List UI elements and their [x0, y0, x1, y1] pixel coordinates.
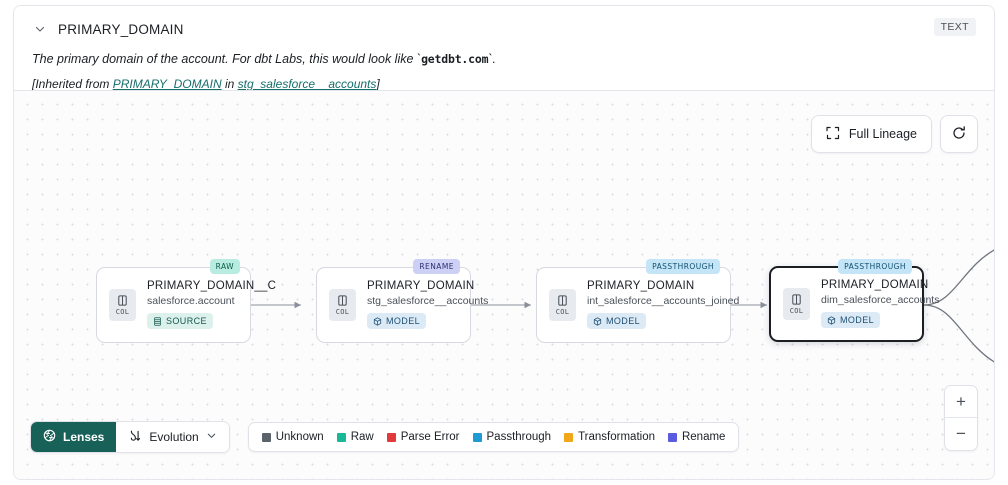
node-subtitle: dim_salesforce_accounts	[821, 293, 940, 306]
node-kind-badge: MODEL	[821, 312, 881, 328]
description-code: getdbt.com	[421, 52, 489, 66]
legend-swatch	[564, 432, 574, 442]
cube-icon	[593, 316, 602, 326]
node-subtitle: salesforce.account	[147, 294, 235, 307]
legend-item: Unknown	[261, 431, 324, 443]
column-chip: COL	[109, 289, 136, 321]
panel-header: PRIMARY_DOMAIN TEXT The primary domain o…	[14, 6, 994, 91]
node-subtitle: stg_salesforce__accounts	[367, 294, 489, 307]
inherited-model-link[interactable]: stg_salesforce__accounts	[237, 77, 377, 91]
node-body: PRIMARY_DOMAIN stg_salesforce__accounts …	[367, 280, 488, 331]
node-subtitle: int_salesforce__accounts_joined	[587, 294, 740, 307]
legend-item: Parse Error	[386, 431, 460, 443]
zoom-in-button[interactable]: +	[945, 386, 977, 418]
database-icon	[154, 316, 161, 326]
node-body: PRIMARY_DOMAIN__C salesforce.account SOU…	[147, 280, 276, 331]
legend-label: Passthrough	[486, 431, 552, 443]
column-icon	[558, 295, 567, 306]
legend-swatch	[667, 432, 677, 442]
column-icon	[338, 295, 347, 306]
lineage-node[interactable]: RENAME COL PRIMARY_DOMAIN stg_salesforce…	[316, 259, 488, 343]
inherited-from-line: [Inherited from PRIMARY_DOMAIN in stg_sa…	[32, 77, 976, 91]
lineage-node[interactable]: PASSTHROUGH COL PRIMARY_DOMAIN int_sales…	[536, 259, 739, 343]
node-body: PRIMARY_DOMAIN int_salesforce__accounts_…	[587, 280, 739, 331]
legend-label: Unknown	[275, 431, 324, 443]
lenses-label: Lenses	[63, 430, 105, 444]
legend-swatch	[261, 432, 271, 442]
legend-item: Rename	[667, 431, 726, 443]
node-tag: PASSTHROUGH	[646, 259, 720, 274]
legend-label: Raw	[350, 431, 374, 443]
lineage-toolbar: Lenses Evolution	[30, 421, 740, 453]
type-badge: TEXT	[933, 18, 976, 36]
node-kind-label: MODEL	[386, 316, 421, 326]
column-icon	[792, 294, 801, 305]
aperture-icon	[43, 429, 56, 445]
expand-corners-icon	[826, 126, 840, 143]
node-kind-badge: SOURCE	[147, 313, 213, 329]
column-chip-label: COL	[789, 307, 804, 315]
legend-label: Transformation	[578, 431, 655, 443]
inherited-mid: in	[221, 77, 238, 91]
lineage-canvas[interactable]: Full Lineage RAW COL	[14, 90, 994, 479]
full-lineage-label: Full Lineage	[848, 127, 917, 141]
lenses-button[interactable]: Lenses	[31, 422, 117, 452]
inherited-column-link[interactable]: PRIMARY_DOMAIN	[112, 77, 222, 91]
inherited-close: ]	[376, 77, 380, 91]
node-kind-badge: MODEL	[367, 313, 427, 329]
chevron-down-icon	[206, 430, 217, 444]
evolution-icon	[128, 429, 142, 446]
cube-icon	[827, 315, 836, 325]
inherited-open: [Inherited from	[32, 77, 113, 91]
full-lineage-button[interactable]: Full Lineage	[810, 115, 932, 153]
column-chip-label: COL	[335, 308, 350, 316]
legend-swatch	[336, 432, 346, 442]
legend-label: Parse Error	[400, 431, 460, 443]
zoom-controls: + −	[944, 385, 978, 451]
cube-icon	[373, 316, 382, 326]
node-kind-label: MODEL	[840, 315, 875, 325]
node-kind-badge: MODEL	[587, 313, 647, 329]
description-suffix: `.	[488, 52, 496, 66]
refresh-button[interactable]	[940, 115, 978, 153]
lenses-evolution-segment: Lenses Evolution	[30, 421, 230, 453]
node-title: PRIMARY_DOMAIN	[367, 279, 475, 292]
column-chip-label: COL	[115, 308, 130, 316]
lineage-node[interactable]: RAW COL PRIMARY_DOMAIN__C salesforce.acc…	[96, 259, 276, 343]
refresh-icon	[951, 125, 967, 144]
column-chip: COL	[329, 289, 356, 321]
node-tag: RENAME	[413, 259, 460, 274]
page-title: PRIMARY_DOMAIN	[58, 21, 184, 37]
column-icon	[118, 295, 127, 306]
zoom-out-button[interactable]: −	[956, 424, 966, 443]
legend-label: Rename	[681, 431, 726, 443]
legend-swatch	[386, 432, 396, 442]
description-prefix: The primary domain of the account. For d…	[32, 52, 422, 66]
legend-item: Raw	[336, 431, 374, 443]
column-chip-label: COL	[555, 308, 570, 316]
legend-item: Transformation	[564, 431, 655, 443]
node-kind-label: MODEL	[606, 316, 641, 326]
lineage-legend: Unknown Raw Parse Error Passthrough Tran…	[247, 422, 740, 452]
node-title: PRIMARY_DOMAIN	[587, 279, 695, 292]
chevron-down-icon[interactable]	[32, 21, 48, 37]
legend-swatch	[472, 432, 482, 442]
column-chip: COL	[549, 289, 576, 321]
lineage-node-selected[interactable]: PASSTHROUGH COL PRIMARY_DOMAIN dim_sales…	[769, 259, 939, 342]
header-title-row: PRIMARY_DOMAIN	[32, 18, 976, 40]
node-title: PRIMARY_DOMAIN__C	[147, 279, 277, 292]
canvas-controls: Full Lineage	[810, 115, 978, 153]
node-tag: PASSTHROUGH	[838, 259, 912, 274]
column-description: The primary domain of the account. For d…	[32, 51, 976, 68]
evolution-label: Evolution	[149, 430, 199, 444]
node-kind-label: SOURCE	[166, 316, 207, 326]
column-detail-panel: PRIMARY_DOMAIN TEXT The primary domain o…	[13, 5, 995, 480]
legend-item: Passthrough	[472, 431, 552, 443]
node-title: PRIMARY_DOMAIN	[821, 278, 929, 291]
column-chip: COL	[783, 288, 810, 320]
node-tag: RAW	[209, 259, 240, 274]
node-body: PRIMARY_DOMAIN dim_salesforce_accounts M…	[821, 279, 939, 330]
evolution-dropdown[interactable]: Evolution	[116, 422, 229, 452]
